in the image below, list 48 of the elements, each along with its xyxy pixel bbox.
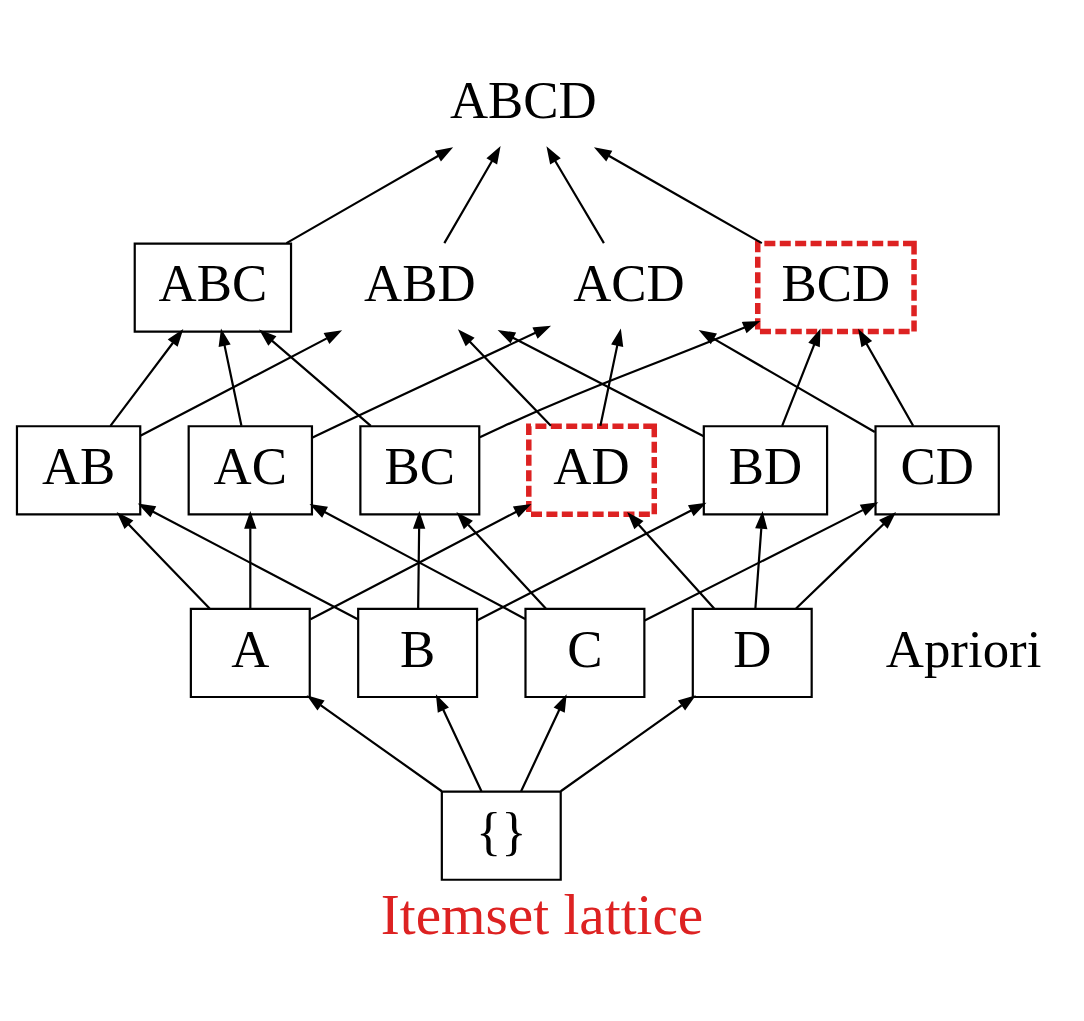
arrow — [109, 328, 184, 426]
node-text: ABCD — [449, 70, 597, 129]
label: Apriori — [885, 619, 1042, 678]
arrow — [259, 329, 372, 427]
node-text: ACD — [573, 253, 685, 312]
node-box: CD — [874, 424, 1000, 515]
arrow — [139, 329, 343, 437]
node-box: BCD — [755, 240, 917, 334]
arrow — [443, 145, 501, 244]
node-box: B — [357, 607, 479, 698]
arrow — [644, 501, 879, 622]
arrow — [520, 693, 567, 792]
arrow — [476, 502, 707, 621]
arrow — [479, 320, 761, 438]
arrow — [116, 511, 211, 609]
arrow — [795, 511, 897, 609]
arrow — [698, 329, 876, 433]
arrow — [311, 325, 552, 439]
arrow — [457, 328, 552, 427]
node-box: ABC — [133, 241, 293, 333]
arrow — [627, 511, 715, 609]
caption: Itemset lattice — [380, 882, 704, 946]
arrow — [137, 503, 359, 620]
node-box: AB — [15, 424, 142, 515]
arrow — [244, 510, 257, 608]
node-box: {} — [440, 790, 562, 881]
node-box: C — [524, 607, 646, 698]
arrow — [435, 693, 483, 792]
arrow — [412, 510, 426, 609]
arrow — [218, 327, 243, 426]
arrow — [560, 694, 696, 792]
node-box: AC — [187, 424, 314, 515]
arrow — [593, 146, 763, 244]
arrow — [285, 146, 454, 244]
arrow — [546, 145, 605, 244]
arrow — [456, 511, 547, 609]
node-text: ABD — [364, 253, 476, 312]
arrow — [599, 327, 624, 426]
arrow — [754, 510, 768, 609]
node-box: D — [691, 607, 813, 698]
node-box: BD — [702, 424, 829, 515]
node-box: AD — [526, 423, 657, 517]
node-box: BC — [359, 424, 481, 515]
arrow — [858, 328, 915, 426]
arrow — [781, 328, 821, 426]
arrow — [306, 694, 443, 792]
arrow — [497, 329, 705, 437]
node-box: A — [189, 607, 311, 698]
